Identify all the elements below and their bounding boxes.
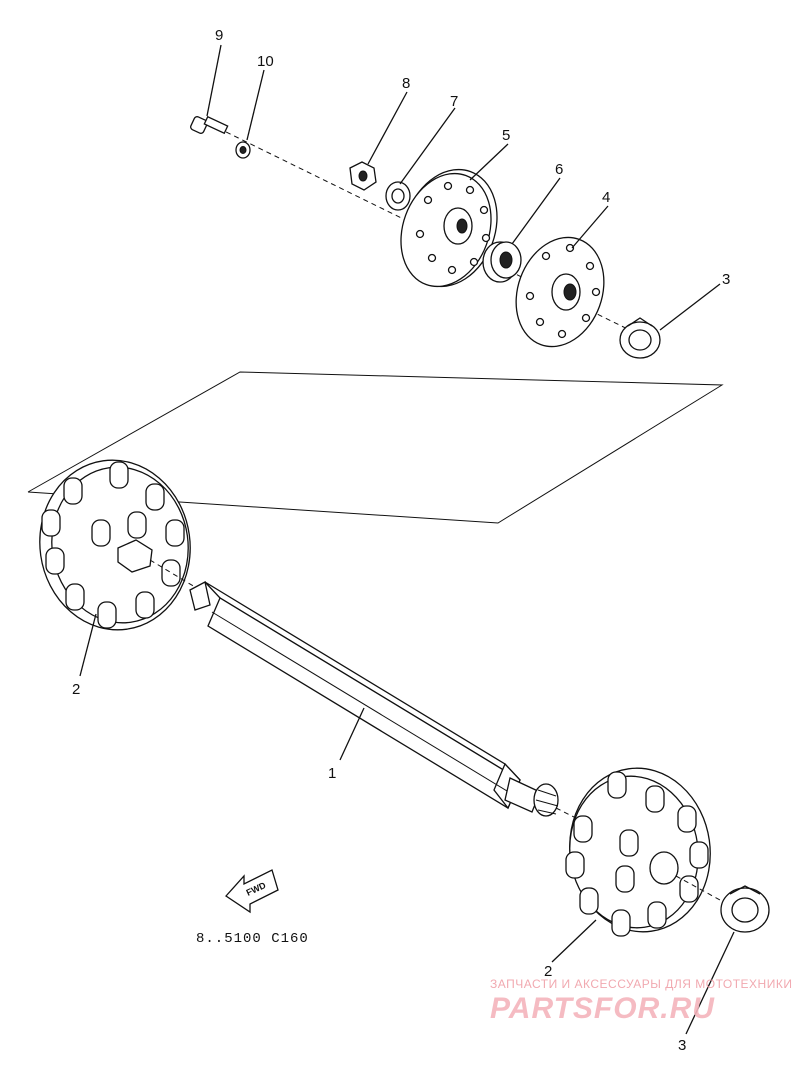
upper-assembly [190, 115, 661, 359]
sprocket-teeth-left [41, 461, 185, 629]
callout-8: 8 [402, 75, 410, 92]
assembly-outline [27, 371, 724, 524]
callout-2-left: 2 [72, 681, 80, 698]
forward-arrow-icon: FWD [225, 869, 279, 914]
watermark-logo: PARTSFOR.RU [490, 992, 715, 1025]
main-shaft-part-1 [149, 559, 601, 831]
plate-part-4 [515, 236, 605, 348]
bolt-part-9 [190, 115, 229, 135]
callout-3-lower: 3 [678, 1037, 686, 1054]
bearing-part-6 [482, 241, 522, 283]
diagram-code: 8..5100 C160 [196, 931, 309, 947]
leader-lines [79, 44, 735, 1035]
square-hub-left [117, 539, 153, 573]
callout-5: 5 [502, 127, 510, 144]
callout-9: 9 [215, 27, 223, 44]
sprocket-teeth-right [565, 771, 709, 937]
lock-washer-part-7 [385, 181, 411, 211]
callout-6: 6 [555, 161, 563, 178]
washer-part-10 [235, 141, 251, 159]
watermark: ЗАПЧАСТИ И АКСЕССУАРЫ ДЛЯ МОТОТЕХНИКИ PA… [490, 977, 792, 1025]
callout-4: 4 [602, 189, 610, 206]
callout-labels: 9 10 8 7 5 6 4 3 2 1 2 3 [72, 27, 730, 1054]
callout-7: 7 [450, 93, 458, 110]
shaft-thread-left [189, 581, 211, 611]
callout-10: 10 [257, 53, 274, 70]
sprocket-wheel-left [39, 459, 191, 631]
shaft-neck-right [504, 777, 541, 813]
clip-part-3-upper [619, 317, 661, 359]
callout-1: 1 [328, 765, 336, 782]
sprocket-wheel-right [565, 767, 721, 937]
hub-right [649, 851, 679, 885]
shaft-spline-right [533, 783, 559, 817]
watermark-tagline: ЗАПЧАСТИ И АКСЕССУАРЫ ДЛЯ МОТОТЕХНИКИ [490, 977, 792, 991]
nut-part-8 [349, 161, 377, 191]
callout-2-right: 2 [544, 963, 552, 980]
callout-3-upper: 3 [722, 271, 730, 288]
clip-part-3-lower [720, 885, 770, 933]
